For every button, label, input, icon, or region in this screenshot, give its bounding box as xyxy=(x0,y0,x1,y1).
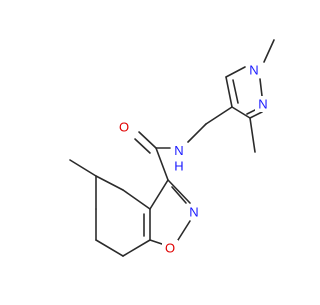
bond xyxy=(95,239,124,257)
bond xyxy=(69,159,97,177)
bond xyxy=(187,123,207,143)
bond xyxy=(225,66,246,78)
atom-label-O-isoxazole: O xyxy=(165,241,175,256)
atom-label-NH: N xyxy=(174,143,183,158)
bond xyxy=(259,78,263,97)
bond xyxy=(177,220,191,241)
bond xyxy=(155,147,169,181)
bond-layer xyxy=(69,39,275,257)
bond xyxy=(149,179,169,210)
molecule-structure: O N H N O N N xyxy=(69,39,275,257)
bond xyxy=(232,79,239,104)
atom-label-O: O xyxy=(119,120,129,135)
molecule-diagram: O N H N O N N xyxy=(69,39,275,257)
bond xyxy=(122,239,151,257)
bond xyxy=(263,39,275,63)
bond xyxy=(171,186,187,204)
bond xyxy=(249,117,256,153)
bond xyxy=(149,239,163,245)
atom-label-H: H xyxy=(174,159,183,174)
bond xyxy=(95,175,124,191)
atom-label-N-pyrazole-1: N xyxy=(249,63,258,78)
bond xyxy=(205,106,233,125)
atom-layer: O N H N O N N xyxy=(117,62,271,256)
atom-label-N-isoxazole: N xyxy=(189,205,198,220)
bond xyxy=(225,76,233,108)
atom-label-N-pyrazole-2: N xyxy=(258,97,267,112)
bond xyxy=(167,179,191,204)
bond xyxy=(231,106,251,119)
bond xyxy=(138,131,157,149)
bond xyxy=(122,189,151,210)
bond xyxy=(134,138,151,154)
bond xyxy=(249,111,263,119)
